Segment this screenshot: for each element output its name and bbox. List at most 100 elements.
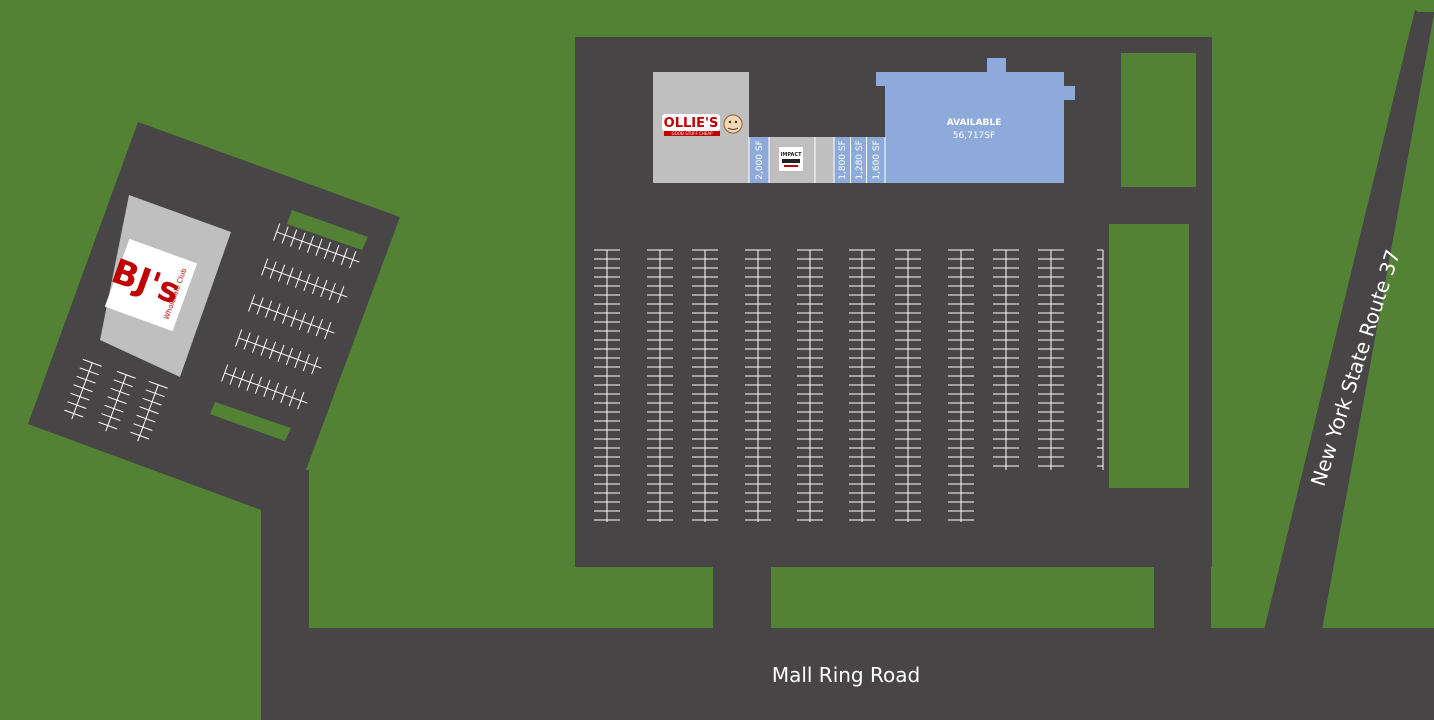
parking-stripe (136, 414, 156, 423)
parking-stripe (306, 235, 315, 253)
access-road-1 (713, 560, 771, 630)
parking-stripe (323, 241, 331, 260)
ollies-tagline: GOOD STUFF CHEAP (671, 131, 713, 136)
parking-spine (71, 362, 93, 420)
parking-stripe (148, 380, 168, 389)
bjs-parking-stripes (64, 223, 360, 442)
parking-stripe (73, 384, 93, 393)
parking-stripe (98, 421, 118, 430)
parking-stripe (252, 335, 260, 353)
parking-row (895, 249, 921, 522)
parking-spine (251, 302, 335, 334)
parking-stripe (261, 258, 269, 276)
parking-stripe (302, 353, 310, 372)
route-37-road (1264, 10, 1434, 630)
parking-stripe (110, 387, 130, 396)
parking-stripe (298, 232, 306, 250)
parking-row (1097, 249, 1104, 470)
parking-stripe (221, 364, 229, 382)
parking-stripe (340, 247, 348, 266)
parking-stripe (297, 392, 305, 410)
impact-logo-icon: IMPACT (779, 147, 803, 171)
unit-1600sf (867, 137, 885, 183)
parking-stripe (307, 315, 315, 334)
parking-stripe (271, 382, 279, 401)
parking-stripe (315, 238, 323, 256)
parking-row (993, 249, 1019, 470)
parking-row (1038, 249, 1064, 470)
bjs-grass-island-bottom (210, 402, 291, 441)
bjs-logo-icon: BJ's Wholesale Club (104, 238, 198, 332)
parking-stripe (70, 392, 90, 401)
parking-stripe (303, 273, 311, 291)
parking-row (594, 249, 620, 522)
small-unit-gray (815, 137, 834, 183)
access-road-2 (1154, 560, 1211, 630)
label-1280sf: 1,280 SF (855, 140, 865, 180)
parking-stripe (256, 297, 264, 315)
parking-stripe (294, 270, 303, 288)
parking-row (797, 249, 823, 522)
grass-island-right (1109, 224, 1189, 488)
parking-stripe (349, 251, 357, 269)
parking-stripe (235, 329, 243, 347)
parking-stripe (229, 367, 237, 385)
label-1800sf: 1,800 SF (838, 140, 848, 180)
parking-stripe (246, 373, 254, 391)
parking-stripe (281, 306, 290, 324)
parking-stripe (286, 267, 294, 285)
unit-2000sf (749, 137, 769, 183)
parking-stripe (238, 370, 246, 388)
ollies-logo: OLLIE'S GOOD STUFF CHEAP (662, 114, 743, 136)
parking-stripe (142, 397, 162, 406)
main-parking-stripes (594, 249, 1104, 522)
bjs-parking-row (273, 223, 360, 269)
parking-stripe (294, 350, 302, 369)
parking-row (647, 249, 673, 522)
bjs-parking-row (221, 364, 308, 410)
parking-stripe (268, 341, 277, 359)
parking-stripe (130, 431, 150, 440)
parking-stripe (320, 279, 328, 298)
available-label: AVAILABLE (947, 118, 1001, 128)
unit-1800sf (834, 137, 850, 183)
parking-stripe (288, 388, 296, 407)
parking-row (692, 249, 718, 522)
parking-stripe (311, 357, 319, 375)
parking-stripe (290, 309, 298, 327)
available-unit (876, 58, 1075, 183)
parking-stripe (133, 423, 153, 431)
parking-spine (238, 337, 322, 369)
bjs-parking-row (64, 358, 102, 420)
parking-stripe (278, 264, 286, 282)
mall-ring-road (261, 628, 1434, 720)
bjs-parking-row (235, 329, 322, 375)
parking-stripe (290, 229, 298, 247)
retail-building: OLLIE'S GOOD STUFF CHEAP IMPACT 2,000 SF… (653, 58, 1075, 183)
parking-stripe (248, 294, 256, 312)
bjs-parking-row (130, 380, 168, 442)
parking-stripe (315, 318, 323, 337)
label-2000sf: 2,000 SF (755, 140, 765, 180)
parking-stripe (311, 276, 319, 295)
parking-stripe (277, 344, 285, 362)
parking-stripe (79, 367, 99, 376)
parking-stripe (332, 244, 340, 263)
ollies-name: OLLIE'S (664, 116, 719, 131)
parking-stripe (64, 409, 84, 418)
parking-row (745, 249, 771, 522)
available-size: 56,717SF (953, 131, 995, 141)
parking-stripe (269, 261, 277, 279)
parking-row (849, 249, 875, 522)
parking-stripe (101, 413, 121, 421)
impact-name: IMPACT (781, 152, 803, 158)
parking-stripe (67, 401, 87, 409)
label-1600sf: 1,600 SF (872, 140, 882, 180)
parking-spine (276, 231, 360, 263)
bjs-parking-row (248, 294, 335, 340)
parking-stripe (76, 375, 96, 384)
parking-stripe (285, 347, 293, 366)
parking-stripe (298, 312, 306, 331)
parking-stripe (263, 379, 271, 397)
